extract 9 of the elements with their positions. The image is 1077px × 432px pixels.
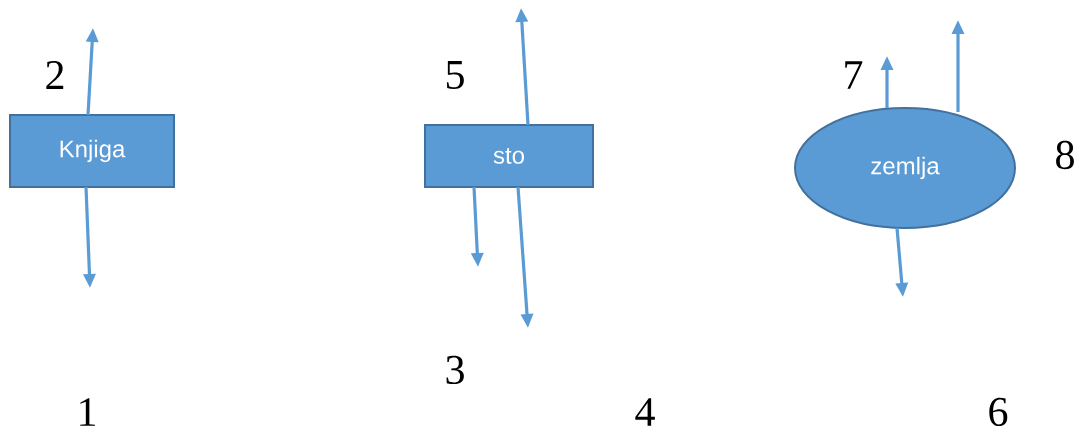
number-label: 4 (635, 398, 655, 426)
number-label: 6 (989, 397, 1008, 427)
number-label: 8 (1056, 140, 1074, 170)
number-label: 7 (845, 61, 863, 89)
number-label: 2 (46, 61, 64, 89)
number-label: 3 (446, 355, 464, 385)
block-box: Knjiga (9, 114, 175, 188)
number-label: 1 (80, 398, 95, 426)
block-box: sto (424, 124, 594, 188)
